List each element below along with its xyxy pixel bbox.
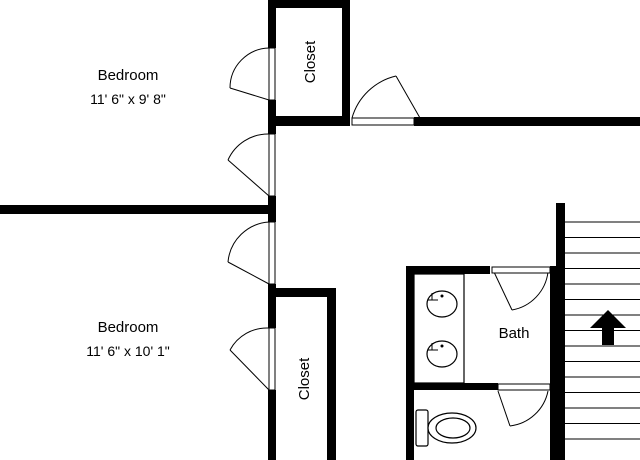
wall-bath-left xyxy=(406,266,414,460)
door-lower-bedroom xyxy=(227,221,276,285)
wall-hall-top xyxy=(414,117,640,126)
door-upper-closet xyxy=(229,47,276,101)
wall-hall-left-c xyxy=(268,284,276,328)
arrow-up-icon xyxy=(590,310,626,345)
stairs xyxy=(565,221,640,440)
wall-upper-closet-top xyxy=(268,0,350,8)
sink-icon xyxy=(426,290,458,318)
doors xyxy=(227,47,551,427)
sink-icon xyxy=(426,340,458,368)
wall-lower-closet-right xyxy=(327,288,336,460)
door-bath-vanity xyxy=(491,266,551,311)
wall-between-bedrooms xyxy=(0,205,276,214)
door-bath-toilet xyxy=(497,383,551,427)
door-lower-closet xyxy=(229,327,276,391)
wall-bath-divider xyxy=(406,383,498,390)
bath-label: Bath xyxy=(499,325,530,342)
bedroom-upper-name: Bedroom xyxy=(98,67,159,84)
wall-upper-closet-left xyxy=(268,0,276,48)
wall-upper-closet-bottom xyxy=(268,116,350,126)
closet-upper-label: Closet xyxy=(302,40,319,83)
wall-bath-right xyxy=(550,266,559,460)
bedroom-lower-name: Bedroom xyxy=(98,319,159,336)
bedroom-lower-dims: 11' 6" x 10' 1" xyxy=(86,343,170,359)
wall-bath-top xyxy=(406,266,490,274)
wall-lower-closet-top xyxy=(268,288,336,297)
toilet-icon xyxy=(415,409,477,447)
bedroom-upper-dims: 11' 6" x 9' 8" xyxy=(90,91,166,107)
door-upper-bedroom xyxy=(227,133,276,197)
wall-hall-left-d xyxy=(268,390,276,460)
wall-stair-edge xyxy=(556,203,565,460)
wall-hall-left-a xyxy=(268,100,276,134)
bath-fixtures xyxy=(413,273,477,447)
door-hall-top xyxy=(351,75,421,126)
closet-lower-label: Closet xyxy=(296,357,313,400)
wall-upper-closet-right xyxy=(342,0,350,126)
